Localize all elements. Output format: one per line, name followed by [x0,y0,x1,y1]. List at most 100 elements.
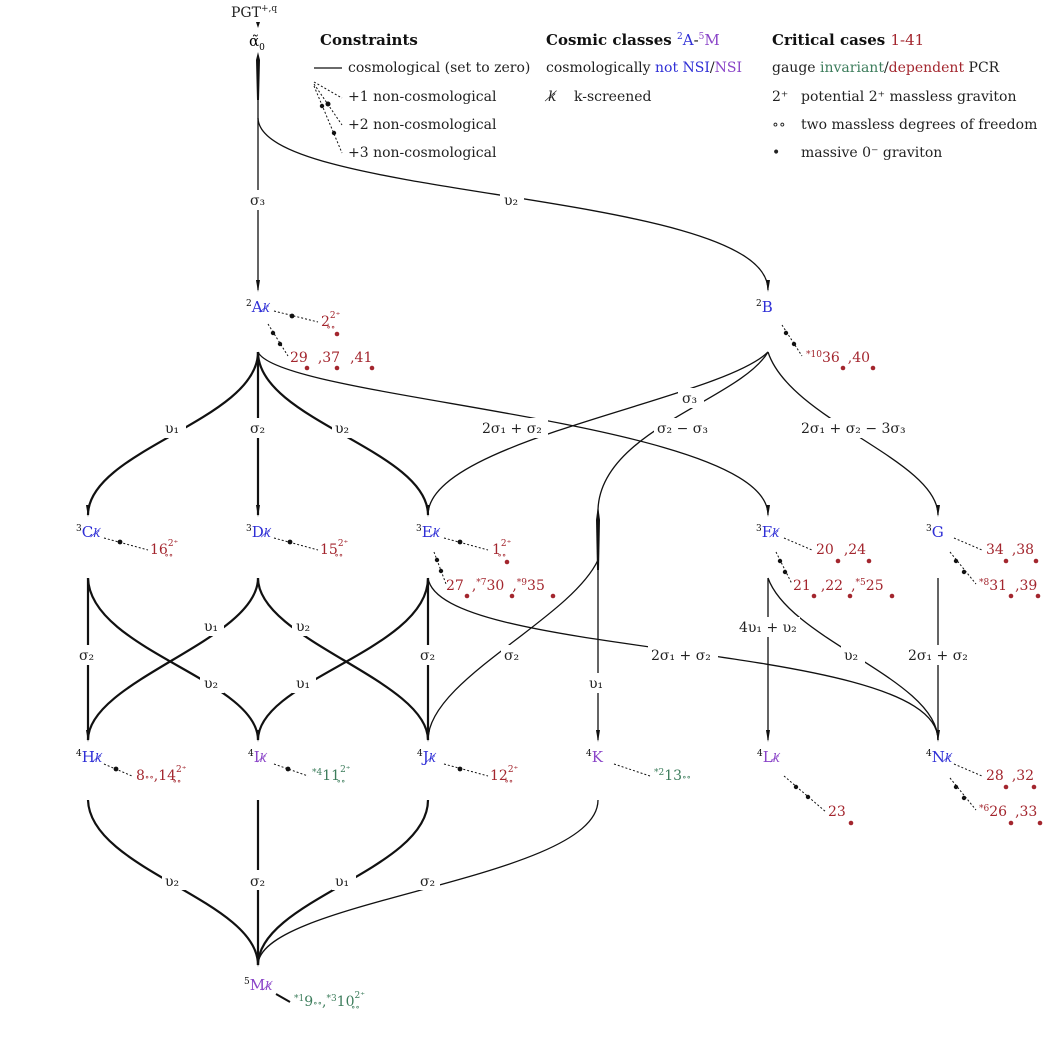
edge-b-g [767,351,939,516]
label-e-2s1s2: 2σ₁ + σ₂ [651,648,711,664]
case-c1: 162⁺∘∘ [150,539,179,561]
edge-a-f [257,351,769,516]
edge-labels: σ₃ υ₂ υ₁ σ₂ υ₂ 2σ₁ + σ₂ σ₃ σ₂ − σ₃ 2σ₁ +… [76,190,974,890]
case-b1-dot2-icon [870,365,876,371]
case-a2: 29,37,41 [290,350,372,366]
case-a2-dot2-icon [334,365,340,371]
nodes: 2Ak̸ 2B 3Ck̸ 3Dk̸ 3Ek̸ 3Fk̸ 3G 4Hk̸ 4Ik̸… [70,294,956,994]
legend-graviton-text: potential 2⁺ massless graviton [801,89,1016,105]
case-n2-dot2-icon [1037,820,1043,826]
case-n1: 28,32 [986,768,1034,784]
node-3g[interactable]: 3G [926,523,944,541]
node-3f[interactable]: 3Fk̸ [756,523,780,541]
legend-constraints-title: Constraints [320,31,418,49]
legend-cosmic-title: Cosmic classes 2A-5M [546,31,720,49]
node-4l[interactable]: 4Lk̸ [757,748,781,766]
legend-plus3-marker-b-icon [331,130,337,136]
case-a1: 22⁺∘∘ [321,311,341,333]
legend-gauge-text: gauge invariant/dependent PCR [772,60,1000,76]
label-a-upsilon2: υ₂ [335,421,349,437]
case-e2-dot2-icon [509,593,515,599]
case-n2: *626,33 [979,804,1037,820]
case-f2-dot3-icon [889,593,895,599]
label-b-2s1s2m3s3: 2σ₁ + σ₂ − 3σ₃ [801,421,906,437]
edge-c-i [86,577,260,741]
node-4k[interactable]: 4K [586,748,604,766]
case-g1: 34,38 [986,542,1034,558]
case-e1-dot-icon [504,559,510,565]
legend-plus2-marker-icon [325,101,331,107]
case-e1: 12⁺∘∘ [492,539,512,561]
root-arrow-icon [256,22,260,28]
case-b1-dot1-icon [840,365,846,371]
legend-massless-text: two massless degrees of freedom [801,117,1037,133]
label-k-upsilon1: υ₁ [589,676,603,692]
label-b-s2ms3: σ₂ − σ₃ [657,421,708,437]
label-a-upsilon1: υ₁ [165,421,179,437]
label-a-sigma2: σ₂ [250,421,265,437]
label-f-4u1u2: 4υ₁ + υ₂ [739,620,797,636]
legend-plus1-line [313,81,343,99]
label-top-sigma3: σ₃ [250,193,265,209]
case-e2-dot1-icon [464,593,470,599]
case-n1-dot2-icon [1031,784,1037,790]
case-i1: *4112⁺∘∘ [312,765,351,787]
root-alpha-label: α̃0 [249,32,265,53]
case-f1-dot1-icon [835,558,841,564]
label-i-sigma2: σ₂ [250,874,265,890]
legend-plus2-text: +2 non-cosmological [348,117,497,133]
node-3d[interactable]: 3Dk̸ [246,523,272,541]
case-d1: 152⁺∘∘ [320,539,349,561]
case-e2: 27,*730,*935 [446,578,545,594]
label-top-upsilon2: υ₂ [504,193,518,209]
case-f1-dot2-icon [866,558,872,564]
root-pgt-label: PGT+,q [231,4,277,21]
label-d-upsilon2: υ₂ [296,619,310,635]
label-k-sigma2: σ₂ [504,648,519,664]
node-5m[interactable]: 5Mk̸ [244,976,273,994]
edge-root-thick-icon [256,52,260,100]
label-f-upsilon2: υ₂ [844,648,858,664]
edge-e-i [256,577,430,741]
label-e-sigma2: σ₂ [420,648,435,664]
edge-b-e [427,351,769,516]
node-arrowheads [86,280,940,967]
label-c-sigma2: σ₂ [79,648,94,664]
node-2b[interactable]: 2B [756,298,773,316]
case-e2-dot3-icon [550,593,556,599]
case-g2: *831,39 [979,578,1037,594]
label-g-2s1s2: 2σ₁ + σ₂ [908,648,968,664]
legend-massive-symbol: • [772,145,780,161]
case-g2-dot2-icon [1035,593,1041,599]
legend-graviton-symbol: 2⁺ [772,89,788,105]
legend-nsi-text: cosmologically not NSI/NSI [546,60,742,76]
case-n1-dot1-icon [1003,784,1009,790]
label-a-2s1s2: 2σ₁ + σ₂ [482,421,542,437]
case-a2-dot3-icon [369,365,375,371]
case-f1: 20,24 [816,542,866,558]
label-b-sigma3: σ₃ [682,391,697,407]
node-4j[interactable]: 4Jk̸ [417,748,437,766]
legend-kscreen-icon: k̸ [544,89,557,105]
case-g1-dot1-icon [1003,558,1009,564]
case-l1-dot-icon [848,820,854,826]
node-2a[interactable]: 2Ak̸ [246,298,271,316]
legend-plus3-line [313,85,343,154]
node-4n[interactable]: 4Nk̸ [926,748,953,766]
case-a1-dot-icon [334,331,340,337]
case-f2-dot1-icon [811,593,817,599]
legend-plus3-marker-a-icon [319,103,325,109]
legend-cosmological-text: cosmological (set to zero) [348,60,530,76]
node-4i[interactable]: 4Ik̸ [248,748,268,766]
case-g2-dot1-icon [1008,593,1014,599]
edge-k-thick-icon [596,505,600,570]
node-3c[interactable]: 3Ck̸ [76,523,101,541]
case-connectors [103,310,983,1003]
label-c-upsilon2: υ₂ [204,676,218,692]
case-l1: 23 [828,804,846,820]
label-j-upsilon1: υ₁ [335,874,349,890]
case-n2-dot1-icon [1008,820,1014,826]
node-4h[interactable]: 4Hk̸ [76,748,103,766]
node-3e[interactable]: 3Ek̸ [416,523,441,541]
